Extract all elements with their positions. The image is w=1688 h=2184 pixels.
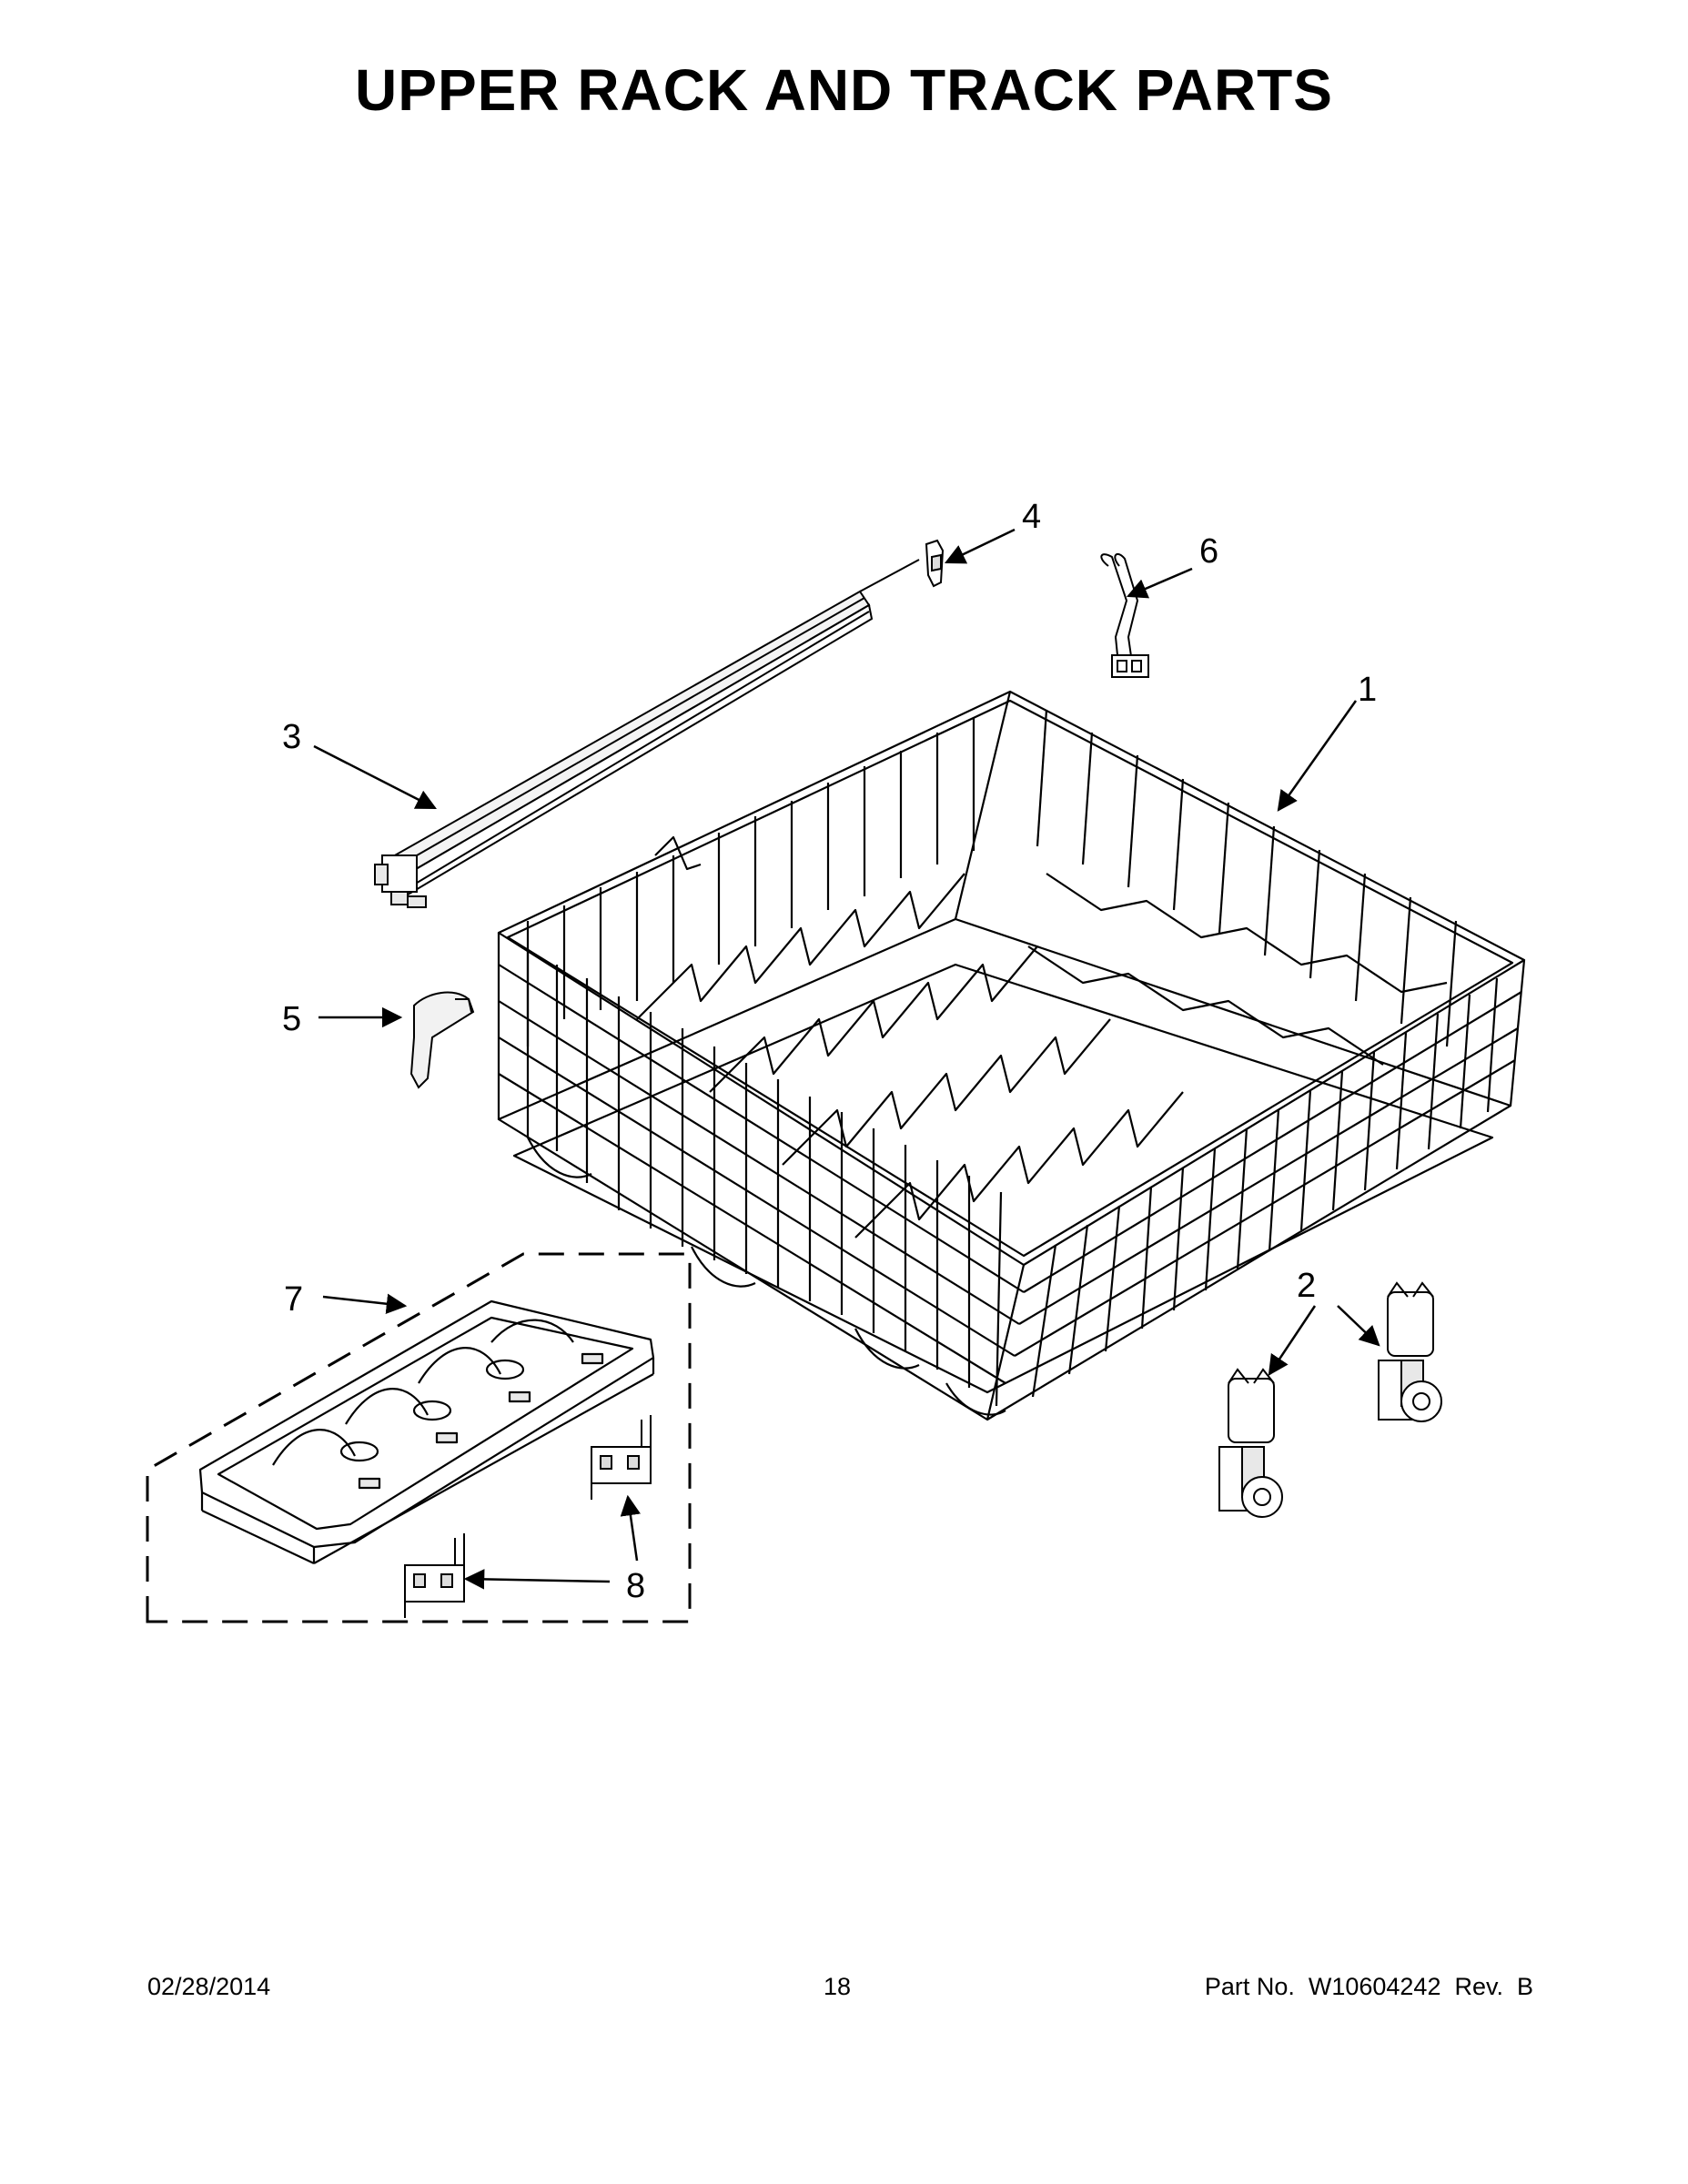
- callout-5: 5: [282, 1000, 301, 1038]
- callout-1: 1: [1358, 671, 1377, 709]
- callout-labels: 1 2 3 4 5 6 7 8: [282, 498, 1377, 1605]
- rack-wheel-assembly-left-part: [1218, 1368, 1283, 1518]
- callout-8: 8: [626, 1567, 645, 1605]
- callout-4: 4: [1022, 498, 1041, 536]
- upper-rack-basket-part: [497, 690, 1526, 1421]
- leader-arrows: [313, 528, 1380, 1590]
- rack-wheel-assembly-right-part: [1378, 1281, 1442, 1422]
- accessory-group-box: [146, 1252, 692, 1623]
- footer-part-number: Part No. W10604242 Rev. B: [1204, 1973, 1533, 2000]
- track-rail-part: [374, 559, 920, 908]
- track-end-cap-part: [925, 539, 945, 588]
- wire-clip-part: [1100, 552, 1149, 678]
- callout-3: 3: [282, 718, 301, 756]
- page-title: UPPER RACK AND TRACK PARTS: [355, 57, 1333, 123]
- callout-2: 2: [1297, 1267, 1316, 1305]
- callout-7: 7: [284, 1280, 303, 1319]
- footer-date: 02/28/2014: [147, 1973, 271, 2000]
- tray-clip-lower-part: [404, 1533, 465, 1618]
- tray-clip-upper-part: [591, 1415, 652, 1500]
- callout-6: 6: [1199, 532, 1218, 571]
- footer-page-number: 18: [823, 1973, 852, 2000]
- tray-insert-part: [198, 1299, 655, 1564]
- rack-clip-part: [409, 991, 475, 1089]
